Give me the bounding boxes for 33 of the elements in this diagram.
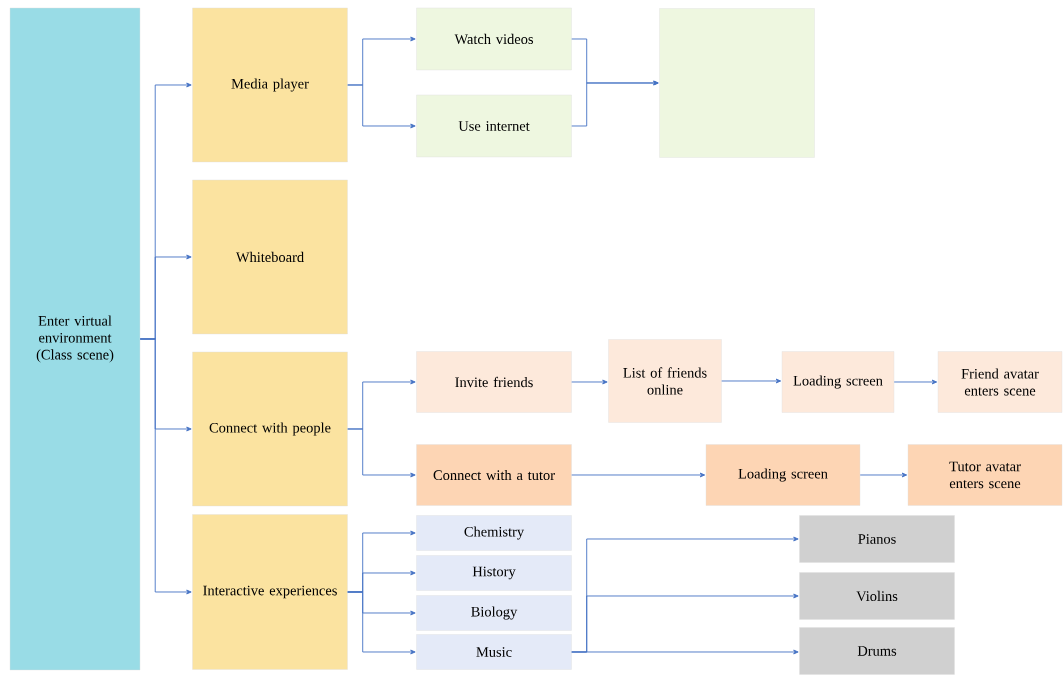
start-box: Enter virtual environment (Class scene): [9, 7, 141, 671]
process-box: Use internet: [416, 94, 572, 158]
process-box: Watch videos: [416, 7, 572, 71]
process-box: Interactive experiences: [192, 514, 348, 670]
arrow: [571, 80, 659, 127]
process-box: Music: [416, 634, 572, 670]
arrow: [721, 378, 782, 384]
arrow: [859, 472, 908, 478]
process-box: Connect with a tutor: [416, 444, 572, 506]
arrow: [571, 649, 799, 655]
empty-box: [659, 8, 815, 158]
process-box: Connect with people: [192, 351, 348, 507]
process-box: Loading screen: [705, 444, 861, 506]
process-box: Chemistry: [416, 515, 572, 551]
arrow: [139, 338, 192, 595]
process-box: Violins: [799, 572, 955, 620]
arrow: [893, 379, 938, 385]
arrow: [347, 84, 416, 129]
process-box: Pianos: [799, 515, 955, 563]
process-box: History: [416, 555, 572, 591]
arrow: [347, 591, 416, 655]
process-box: Loading screen: [781, 351, 895, 413]
arrow: [571, 379, 608, 385]
process-box: Whiteboard: [192, 179, 348, 335]
process-box: Tutor avatar enters scene: [907, 444, 1063, 506]
process-box: Friend avatar enters scene: [937, 351, 1063, 413]
process-box: List of friends online: [608, 339, 722, 423]
process-box: Invite friends: [416, 351, 572, 413]
process-box: Drums: [799, 627, 955, 675]
arrow: [571, 472, 706, 478]
process-box: Biology: [416, 595, 572, 631]
arrow: [347, 428, 416, 478]
process-box: Media player: [192, 7, 348, 163]
